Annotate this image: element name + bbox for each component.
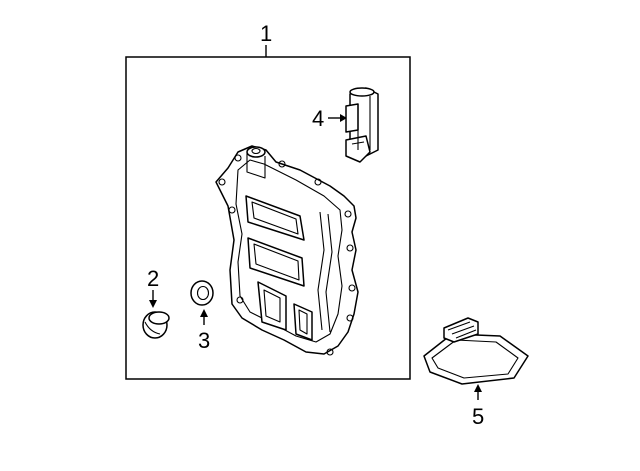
callout-5: 5 — [472, 404, 484, 429]
plug-icon[interactable] — [142, 311, 170, 339]
filter-screen-icon[interactable] — [423, 317, 529, 385]
callout-2-arrowhead — [149, 300, 157, 308]
transmission-cover-icon[interactable] — [215, 145, 359, 356]
assembly-frame — [125, 56, 411, 380]
callout-3-arrowhead — [200, 309, 208, 317]
callout-3: 3 — [198, 328, 210, 353]
callout-1: 1 — [260, 21, 272, 46]
callout-5-arrowhead — [474, 384, 482, 392]
callout-4: 4 — [312, 106, 324, 131]
callout-2: 2 — [147, 266, 159, 291]
callout-4-arrowhead — [340, 114, 347, 122]
sensor-connector-icon[interactable] — [345, 87, 379, 163]
washer-gasket-icon[interactable] — [190, 280, 214, 306]
